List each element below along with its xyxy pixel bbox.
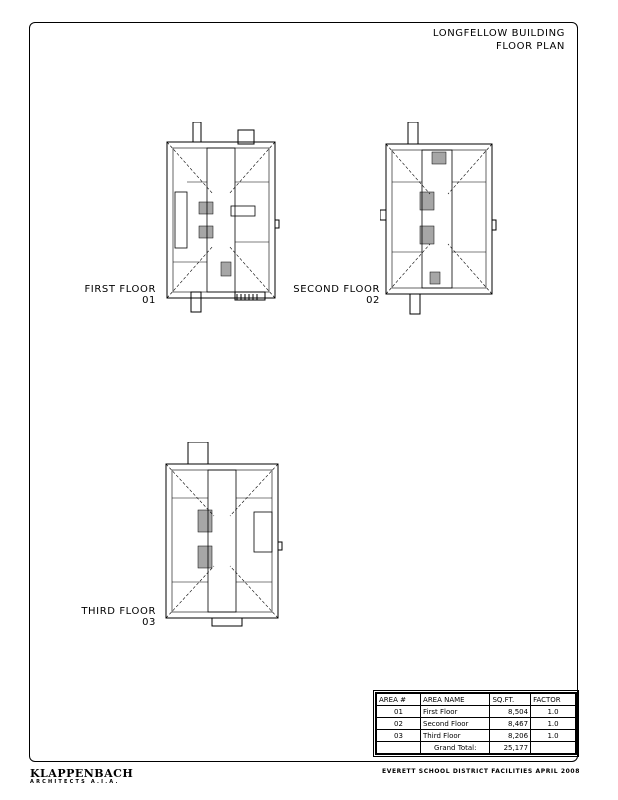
table-header-row: AREA # AREA NAME SQ.FT. FACTOR <box>375 693 576 706</box>
footer-credit: EVERETT SCHOOL DISTRICT FACILITIES APRIL… <box>382 768 580 775</box>
table-total-row: Grand Total: 25,177 <box>375 741 576 754</box>
header-area: AREA # <box>375 693 422 706</box>
area-factor: 1.0 <box>530 729 576 742</box>
table-row: 01 First Floor 8,504 1.0 <box>375 705 576 718</box>
title-line-1: LONGFELLOW BUILDING <box>432 28 565 39</box>
header-area-name: AREA NAME <box>420 693 491 706</box>
second-floor-plan <box>380 122 500 316</box>
first-floor-plan <box>165 122 281 316</box>
floor-number: 01 <box>142 295 156 306</box>
sheet-title: LONGFELLOW BUILDING FLOOR PLAN <box>433 27 565 53</box>
area-number: 02 <box>375 717 422 730</box>
third-floor-plan <box>164 442 284 628</box>
architect-logo: KLAPPENBACH ARCHITECTS A.I.A. <box>30 768 133 785</box>
area-name: Second Floor <box>420 717 491 730</box>
second-floor-label: SECOND FLOOR 02 <box>270 284 380 306</box>
logo-main-text: KLAPPENBACH <box>30 767 134 780</box>
area-sqft: 8,467 <box>489 717 532 730</box>
area-number: 01 <box>375 705 422 718</box>
table-row: 03 Third Floor 8,206 1.0 <box>375 729 576 742</box>
title-line-2: FLOOR PLAN <box>496 41 565 52</box>
header-factor: FACTOR <box>530 693 576 706</box>
total-value: 25,177 <box>489 741 532 754</box>
area-number: 03 <box>375 729 422 742</box>
drawing-sheet: LONGFELLOW BUILDING FLOOR PLAN <box>29 22 578 762</box>
floor-name: SECOND FLOOR <box>293 284 380 295</box>
third-floor-label: THIRD FLOOR 03 <box>60 606 156 628</box>
floor-name: THIRD FLOOR <box>81 606 156 617</box>
logo-sub-text: ARCHITECTS A.I.A. <box>30 779 120 785</box>
floor-name: FIRST FLOOR <box>84 284 156 295</box>
area-name: First Floor <box>420 705 491 718</box>
area-factor: 1.0 <box>530 705 576 718</box>
table-row: 02 Second Floor 8,467 1.0 <box>375 717 576 730</box>
total-label: Grand Total: <box>420 741 491 754</box>
area-name: Third Floor <box>420 729 491 742</box>
area-sqft: 8,206 <box>489 729 532 742</box>
header-sqft: SQ.FT. <box>489 693 532 706</box>
floor-number: 02 <box>366 295 380 306</box>
area-factor: 1.0 <box>530 717 576 730</box>
floor-number: 03 <box>142 617 156 628</box>
area-table: AREA # AREA NAME SQ.FT. FACTOR 01 First … <box>373 690 579 757</box>
first-floor-label: FIRST FLOOR 01 <box>60 284 156 306</box>
area-sqft: 8,504 <box>489 705 532 718</box>
area-table-grid: AREA # AREA NAME SQ.FT. FACTOR 01 First … <box>375 693 576 754</box>
